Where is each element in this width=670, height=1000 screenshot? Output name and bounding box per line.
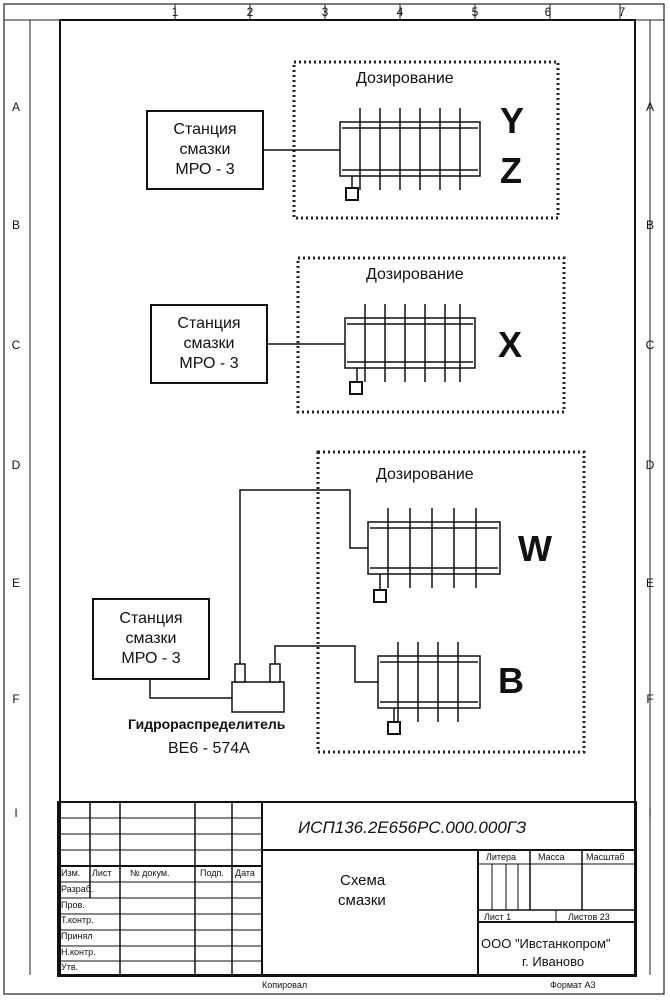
axis-label-w: W xyxy=(518,528,552,569)
station-line-1: Станция xyxy=(173,121,237,138)
station-line-2: смазки xyxy=(179,141,231,158)
station-line-2: смазки xyxy=(183,335,235,352)
lubrication-station-yz: Станция смазки МРО - 3 xyxy=(146,110,264,190)
row-label-D-left: D xyxy=(11,458,21,472)
distributor-model: ВЕ6 - 574А xyxy=(168,740,250,757)
station-line-3: МРО - 3 xyxy=(121,650,181,667)
role-checker: Пров. xyxy=(61,900,85,910)
litera-label: Литера xyxy=(486,852,516,862)
row-label-C-left: C xyxy=(11,338,21,352)
dosing-box-yz xyxy=(292,60,560,220)
lubrication-station-wb: Станция смазки МРО - 3 xyxy=(92,598,210,680)
sheet-label: Лист 1 xyxy=(484,912,511,922)
dosing-block-yz xyxy=(339,108,481,201)
sheets-total: 23 xyxy=(599,912,610,922)
drawing-title-line-2: смазки xyxy=(338,892,386,909)
dosing-block-x xyxy=(344,304,476,395)
sheet-text: Лист xyxy=(484,912,504,922)
title-block xyxy=(57,801,637,977)
dosing-title-x: Дозирование xyxy=(366,266,464,283)
dosing-title-yz: Дозирование xyxy=(356,70,454,87)
scale-label: Масштаб xyxy=(586,852,625,862)
dosing-block-w xyxy=(367,508,501,603)
role-developer: Разраб. xyxy=(61,884,94,894)
column-label-3: 3 xyxy=(321,5,329,19)
mass-label: Масса xyxy=(538,852,565,862)
station-line-2: смазки xyxy=(125,630,177,647)
sheet-number: 1 xyxy=(506,912,512,922)
row-label-A-right: A xyxy=(645,100,654,114)
column-label-1: 1 xyxy=(171,5,179,19)
row-label-D-right: D xyxy=(645,458,655,472)
axis-label-x: X xyxy=(498,324,523,365)
dosing-title-wb: Дозирование xyxy=(376,466,474,483)
role-norm-control: Н.контр. xyxy=(61,947,96,957)
format-label: Формат А3 xyxy=(550,980,596,990)
column-label-6: 6 xyxy=(544,5,552,19)
row-label-E-right: E xyxy=(645,576,654,590)
station-line-3: МРО - 3 xyxy=(179,355,239,372)
row-label-E-left: E xyxy=(11,576,20,590)
lubrication-schematic xyxy=(149,60,586,754)
axis-label-z: Z xyxy=(500,150,522,191)
row-label-A-left: A xyxy=(11,100,20,114)
station-line-1: Станция xyxy=(119,610,183,627)
header-doc-number: № докум. xyxy=(130,868,170,878)
lubrication-station-x: Станция смазки МРО - 3 xyxy=(150,304,268,384)
dosing-box-wb xyxy=(316,450,586,754)
axis-label-b: B xyxy=(498,660,524,701)
role-tech-control: Т.контр. xyxy=(61,915,94,925)
dosing-block-b xyxy=(377,642,481,735)
header-sheet: Лист xyxy=(92,868,112,878)
header-change: Изм. xyxy=(61,868,81,878)
column-label-2: 2 xyxy=(246,5,254,19)
sheets-total-label: Листов 23 xyxy=(568,912,610,922)
header-date: Дата xyxy=(235,868,255,878)
row-label-F-left: F xyxy=(12,692,20,706)
role-accepted: Принял xyxy=(61,931,93,941)
row-label-B-right: B xyxy=(645,218,654,232)
copied-label: Копировал xyxy=(262,980,308,990)
header-signature: Подп. xyxy=(200,868,224,878)
hydraulic-distributor xyxy=(231,663,285,713)
column-label-7: 7 xyxy=(618,5,626,19)
drawing-title-line-1: Схема xyxy=(340,872,386,889)
document-code: ИСП136.2Е656РС.000.000ГЗ xyxy=(298,818,527,837)
sheets-text: Листов xyxy=(568,912,598,922)
row-label-F-right: F xyxy=(646,692,654,706)
row-label-B-left: B xyxy=(11,218,20,232)
role-approved: Утв. xyxy=(61,962,79,972)
axis-label-y: Y xyxy=(500,100,525,141)
station-line-3: МРО - 3 xyxy=(175,161,235,178)
station-line-1: Станция xyxy=(177,315,241,332)
organization-city: г. Иваново xyxy=(522,954,585,969)
column-label-4: 4 xyxy=(396,5,404,19)
row-label-I-left: I xyxy=(14,806,18,820)
row-label-I-right: I xyxy=(648,806,652,820)
distributor-label: Гидрораспределитель xyxy=(128,716,286,732)
organization-name: ООО "Ивстанкопром" xyxy=(481,936,611,951)
row-label-C-right: C xyxy=(645,338,655,352)
column-label-5: 5 xyxy=(471,5,479,19)
